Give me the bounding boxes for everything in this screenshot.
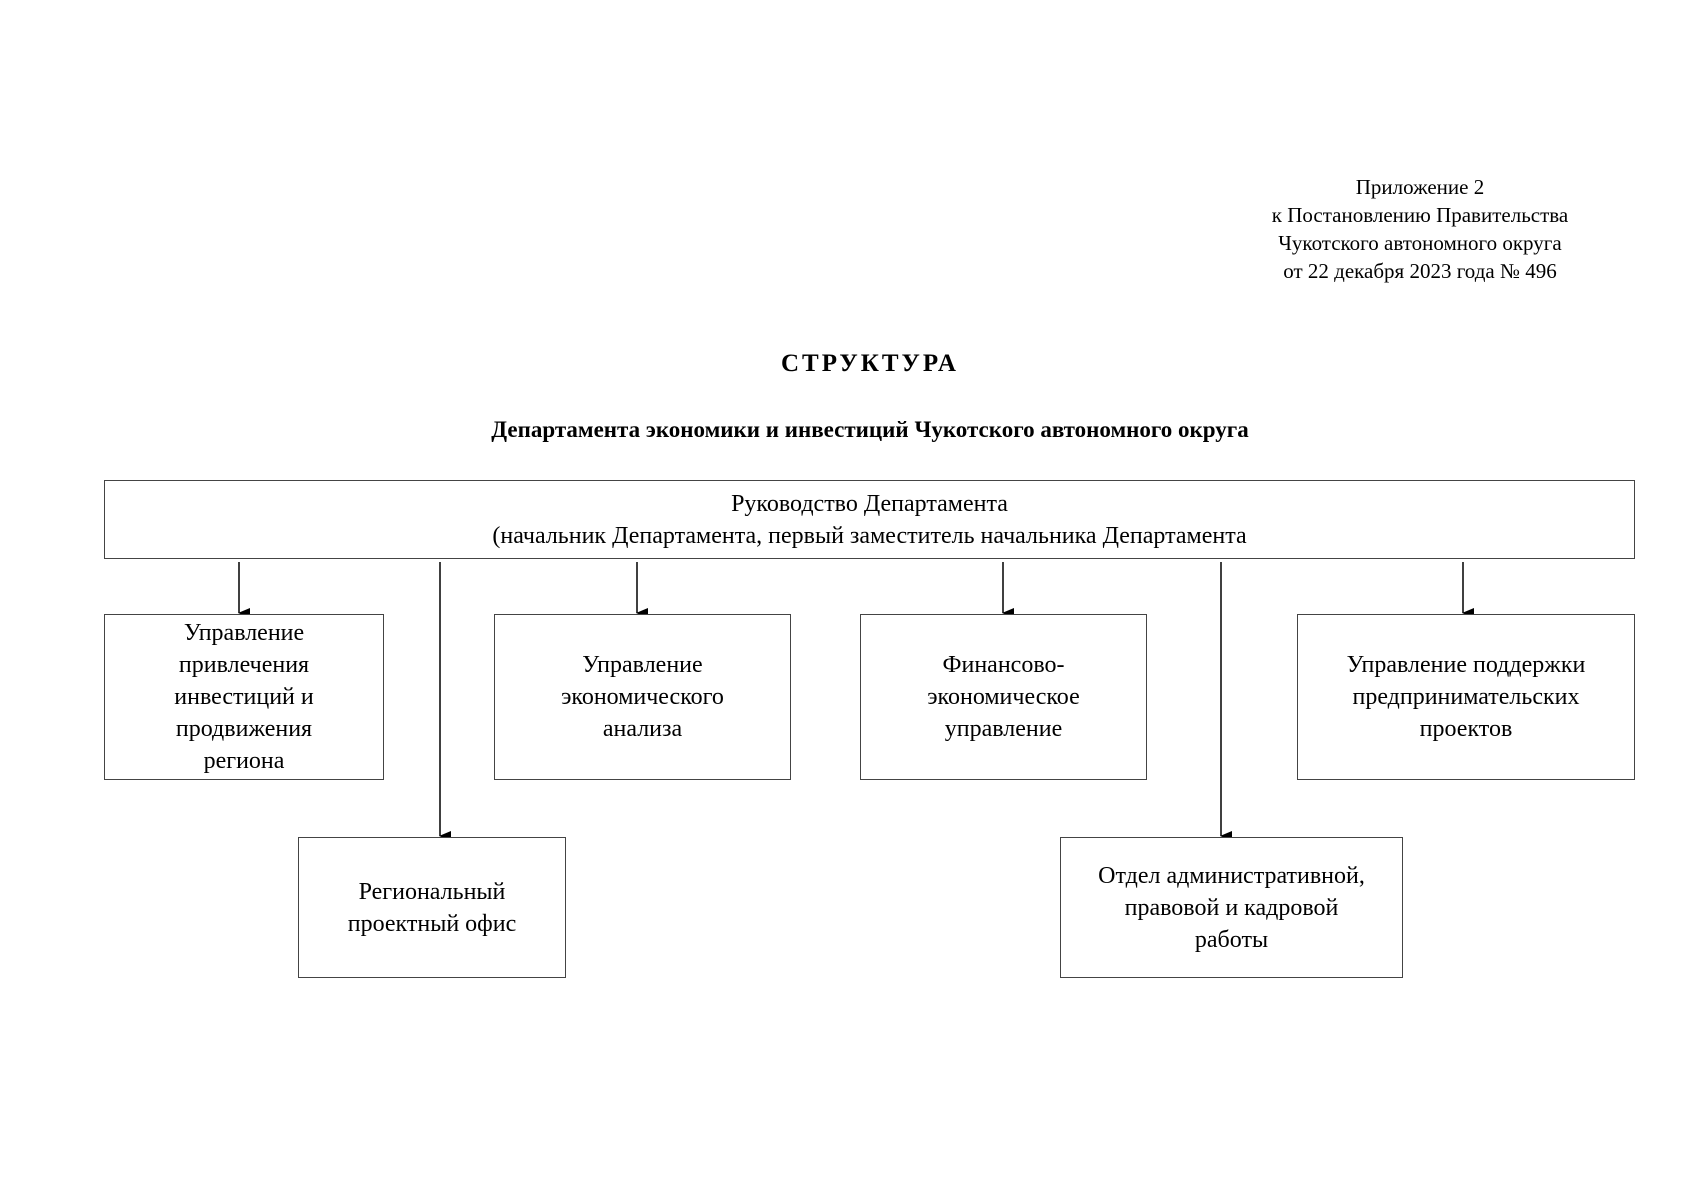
unit-label-line: Управление	[582, 652, 703, 678]
appendix-line: Чукотского автономного округа	[1278, 231, 1562, 255]
unit-box-business-support: Управление поддержки предпринимательских…	[1297, 614, 1635, 780]
unit-label-line: проектный офис	[347, 910, 517, 937]
unit-label-line: анализа	[602, 716, 683, 742]
unit-box-investment: Управление привлечения инвестиций и прод…	[104, 614, 384, 780]
unit-label-line: региона	[203, 748, 285, 774]
leadership-line: (начальник Департамента, первый заместит…	[492, 522, 1247, 549]
unit-label-line: работы	[1194, 926, 1269, 953]
unit-label-line: предпринимательских	[1352, 684, 1580, 710]
unit-label-line: привлечения	[178, 652, 310, 678]
appendix-line: от 22 декабря 2023 года № 496	[1283, 259, 1557, 283]
unit-label-line: управление	[944, 716, 1063, 742]
unit-label-line: экономического	[561, 684, 724, 710]
appendix-block: Приложение 2 к Постановлению Правительст…	[1220, 173, 1620, 285]
unit-label-line: инвестиций и	[174, 684, 314, 710]
unit-label-line: правовой и кадровой	[1124, 894, 1339, 921]
leadership-line: Руководство Департамента	[731, 490, 1008, 517]
leadership-box: Руководство Департамента (начальник Депа…	[104, 480, 1635, 559]
unit-box-admin-legal-hr: Отдел административной, правовой и кадро…	[1060, 837, 1403, 978]
unit-label-line: Региональный	[358, 878, 506, 905]
unit-box-economic-analysis: Управление экономического анализа	[494, 614, 791, 780]
unit-label-line: экономическое	[927, 684, 1080, 710]
document-title: СТРУКТУРА	[780, 350, 959, 377]
document-subtitle: Департамента экономики и инвестиций Чуко…	[491, 417, 1249, 442]
unit-label-line: Финансово-	[942, 652, 1065, 678]
appendix-line: к Постановлению Правительства	[1271, 203, 1569, 227]
unit-box-project-office: Региональный проектный офис	[298, 837, 566, 978]
unit-label-line: Управление	[183, 620, 305, 646]
appendix-line: Приложение 2	[1355, 175, 1485, 199]
unit-label-line: продвижения	[175, 716, 313, 742]
unit-label-line: проектов	[1419, 716, 1513, 742]
unit-label-line: Отдел административной,	[1098, 862, 1365, 889]
unit-box-finance: Финансово- экономическое управление	[860, 614, 1147, 780]
unit-label-line: Управление поддержки	[1346, 652, 1586, 678]
